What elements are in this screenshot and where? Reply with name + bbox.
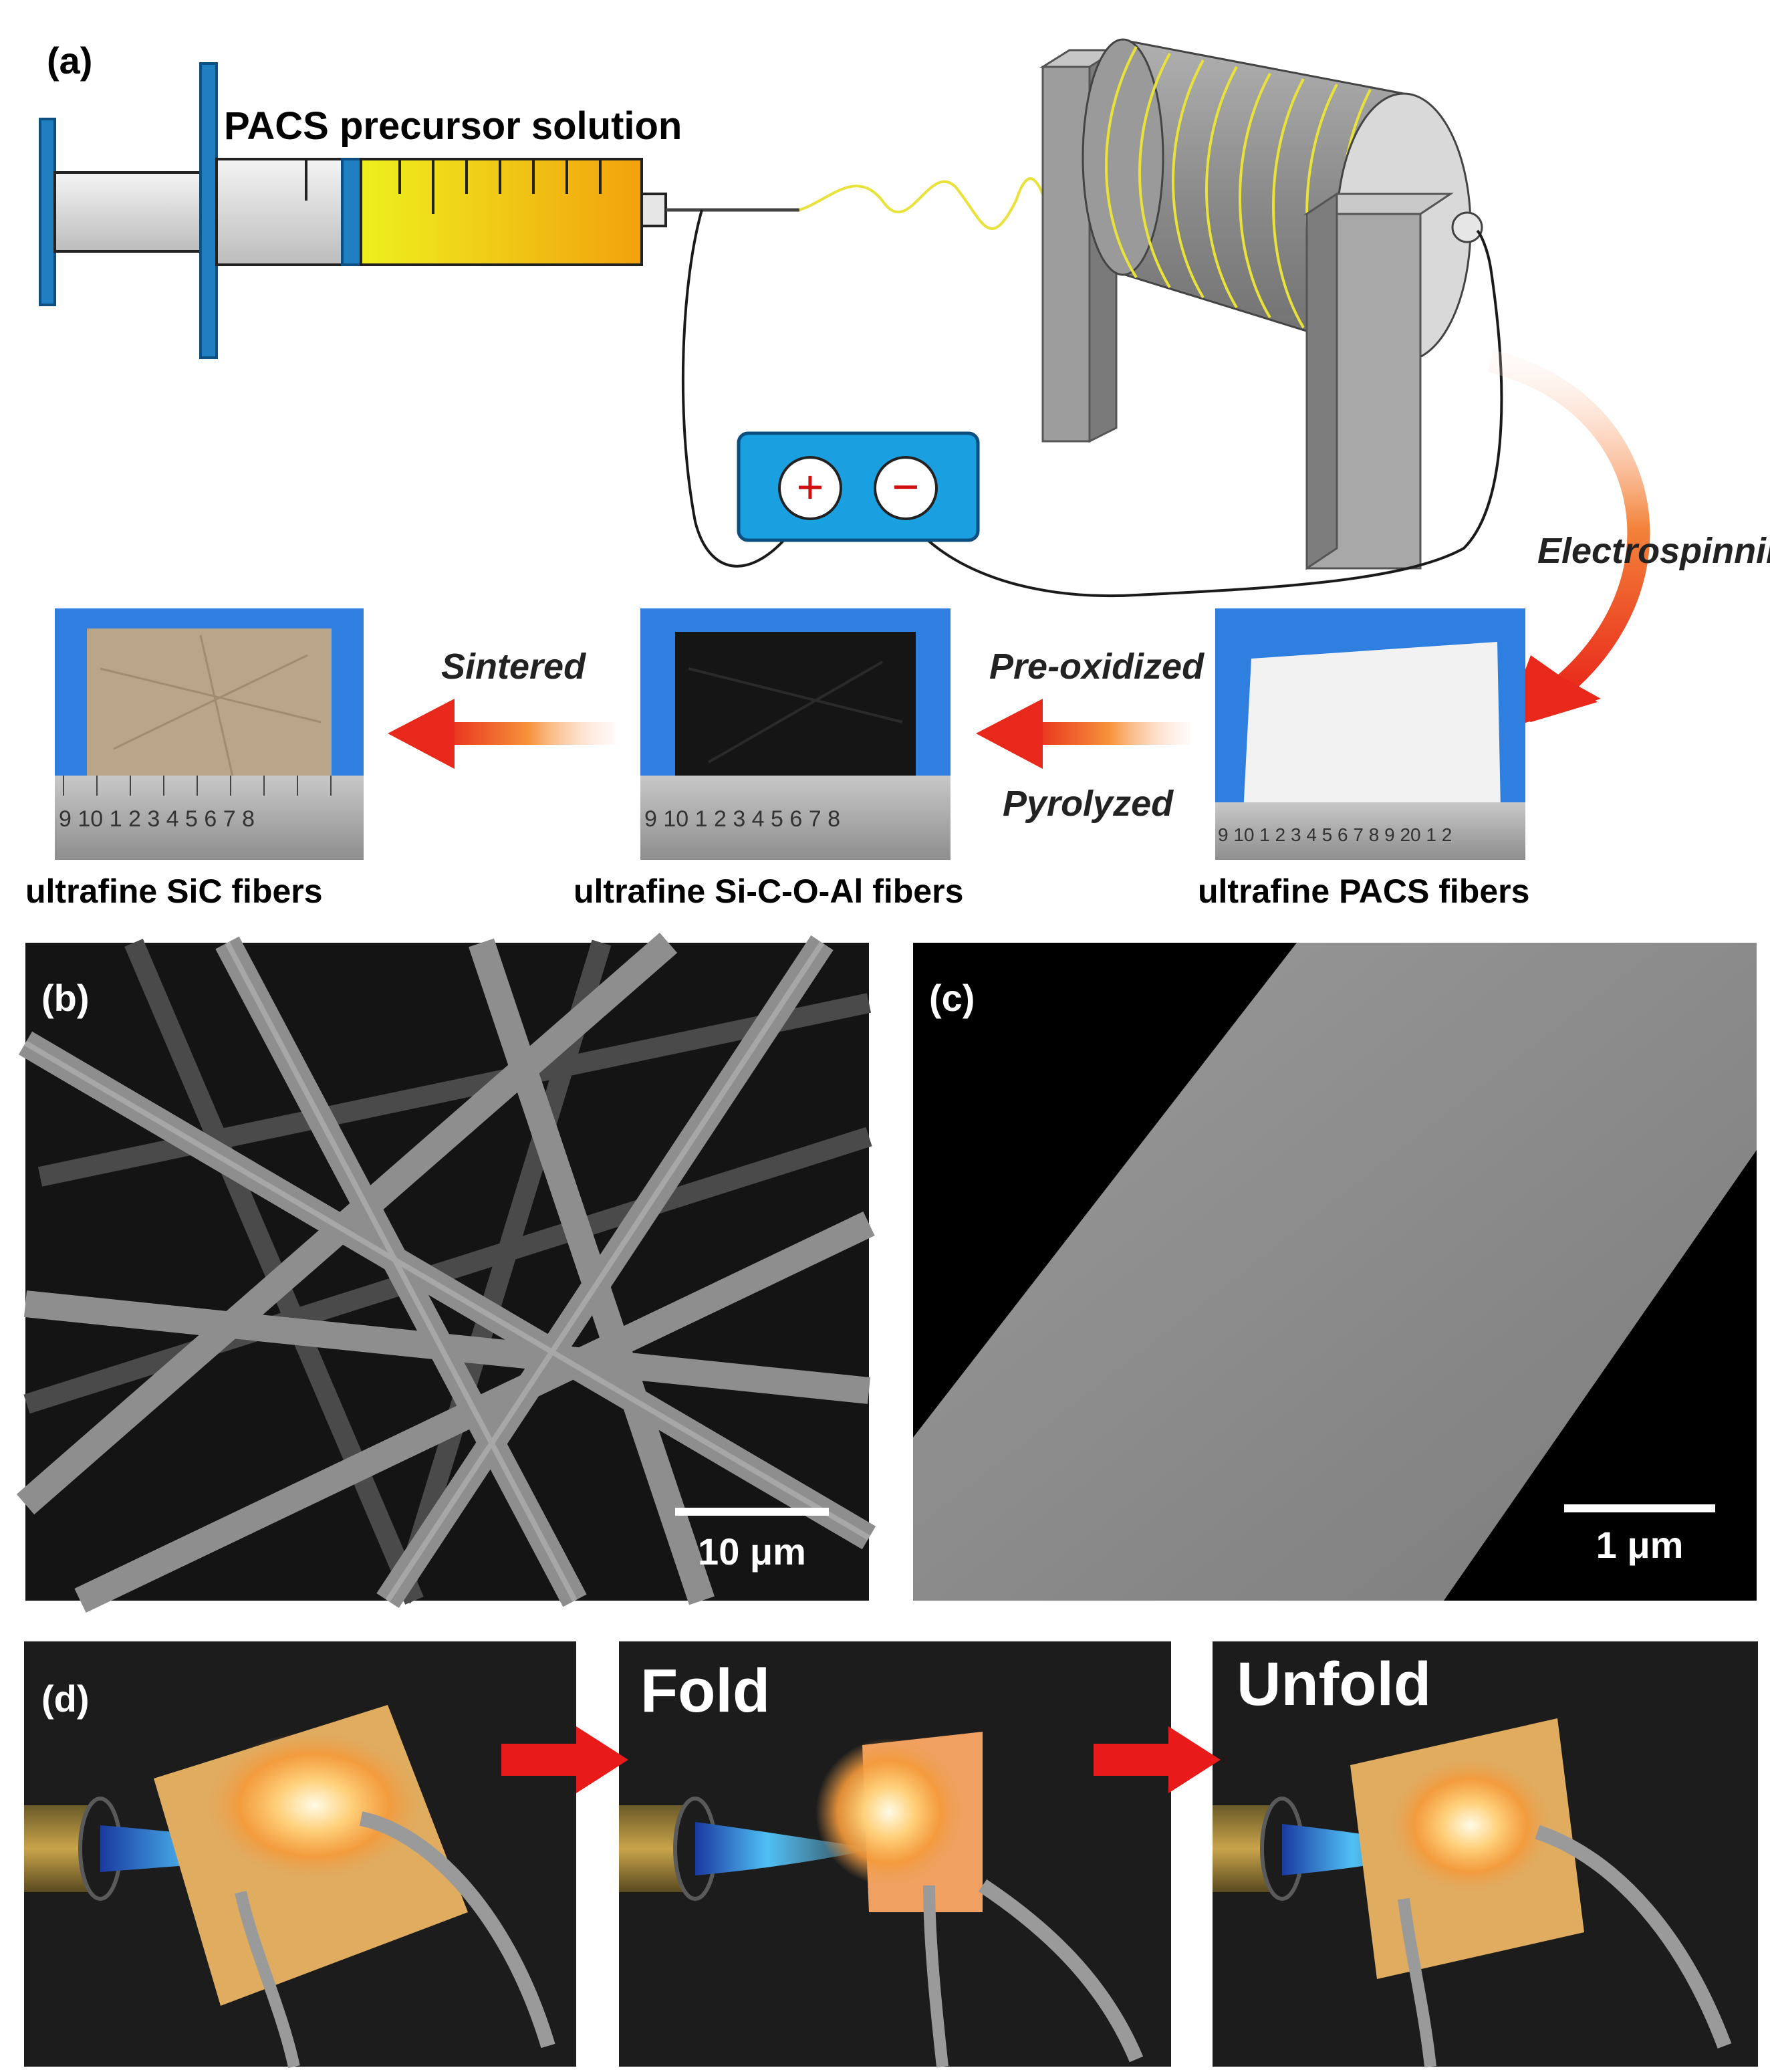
arrow-unfold [1094, 1726, 1221, 1793]
panel-b: (b) 10 μm [16, 932, 876, 1613]
panel-a-label: (a) [47, 39, 92, 82]
syringe-graduations [305, 160, 602, 214]
electrospinning-arrow [1488, 350, 1650, 705]
pyrolyzed-label: Pyrolyzed [1003, 784, 1174, 824]
minus-symbol: − [892, 461, 920, 513]
photo-sic: 9 10 1 2 3 4 5 6 7 8 [55, 608, 364, 860]
flame-photo-3 [1213, 1641, 1758, 2067]
negative-terminal [874, 456, 938, 520]
scale-bar-c-label: 1 μm [1596, 1524, 1684, 1566]
syringe-flange [199, 62, 218, 359]
flame-photo-1 [24, 1641, 576, 2068]
ruler-numbers-sic: 9 10 1 2 3 4 5 6 7 8 [59, 806, 255, 832]
syringe-barrel-empty [215, 158, 345, 266]
electrospinning-label: Electrospinning [1537, 531, 1770, 571]
panel-d-label: (d) [41, 1678, 90, 1720]
ruler-numbers-pacs: 9 10 1 2 3 4 5 6 7 8 9 20 1 2 [1218, 824, 1452, 845]
sintered-label: Sintered [441, 647, 586, 687]
drum-axle [1451, 211, 1483, 243]
plunger-end [39, 118, 56, 306]
plunger-seal [341, 158, 362, 266]
fold-label: Fold [640, 1657, 770, 1725]
ruler-numbers-sicoal: 9 10 1 2 3 4 5 6 7 8 [644, 806, 840, 832]
arrow-fold [501, 1726, 628, 1793]
flame-photo-2 [619, 1641, 1171, 2067]
arrow-preoxidized [976, 699, 1190, 769]
sem-fibers-b [16, 932, 876, 1613]
ruler-ticks-sic [63, 776, 332, 796]
scale-bar-b [675, 1508, 829, 1516]
panel-a: (a) PACS precursor solution [25, 38, 1770, 910]
panel-c: (c) 1 μm [913, 943, 1757, 1601]
syringe-label: PACS precursor solution [224, 104, 682, 148]
positive-terminal [778, 456, 842, 520]
scale-bar-c [1564, 1504, 1715, 1512]
plunger-rod [53, 171, 205, 253]
power-supply: + − [737, 431, 980, 542]
panel-c-label: (c) [929, 977, 975, 1019]
unfold-label: Unfold [1237, 1650, 1431, 1718]
plus-symbol: + [797, 461, 824, 513]
drum-stand-left [1041, 66, 1091, 443]
sic-fibers-label: ultrafine SiC fibers [25, 873, 323, 910]
sicoal-fibers-label: ultrafine Si-C-O-Al fibers [574, 873, 963, 910]
pacs-fibers-label: ultrafine PACS fibers [1198, 873, 1529, 910]
preoxidized-label: Pre-oxidized [989, 647, 1205, 687]
arrow-sintered [388, 699, 615, 769]
electrospinning-arrowhead [1517, 665, 1601, 725]
scale-bar-b-label: 10 μm [698, 1530, 806, 1573]
panel-b-label: (b) [41, 977, 90, 1019]
sem-fiber-c [913, 943, 1757, 1601]
panel-d: (d) Fold Unfold [24, 1641, 1758, 2068]
photo-sicoal: 9 10 1 2 3 4 5 6 7 8 [640, 608, 951, 860]
syringe-tip [640, 193, 667, 227]
photo-pacs: 9 10 1 2 3 4 5 6 7 8 9 20 1 2 [1215, 608, 1525, 860]
wire-negative [904, 229, 1503, 597]
drum-collector [1039, 38, 1483, 570]
syringe [39, 62, 799, 359]
